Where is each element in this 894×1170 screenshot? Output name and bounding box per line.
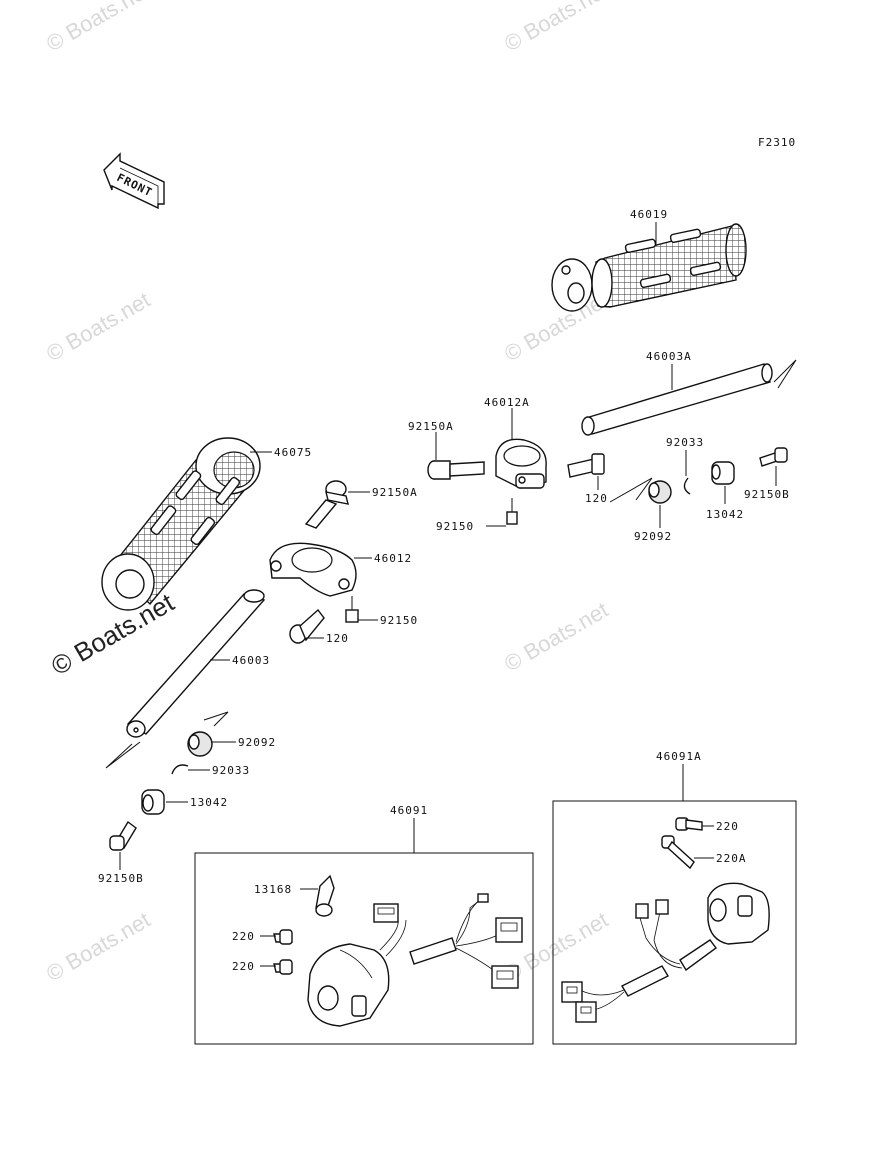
watermark: © Boats.net [42, 907, 154, 986]
watermark: © Boats.net [500, 0, 612, 56]
figure-code: F2310 [758, 136, 796, 149]
screw-92150B-left [109, 820, 137, 870]
screw-92150B-right [759, 447, 788, 486]
callout-46003: 46003 [232, 654, 270, 667]
bolt-92150A-lower [304, 480, 370, 529]
weight-92092-right [609, 477, 672, 528]
handlebar-46003 [105, 589, 266, 769]
callout-46012: 46012 [374, 552, 412, 565]
bolt-120-lower [289, 608, 325, 644]
callout-92150A-lower: 92150A [372, 486, 418, 499]
callout-46091A: 46091A [656, 750, 702, 763]
callout-13042-right: 13042 [706, 508, 744, 521]
callout-92092-right: 92092 [634, 530, 672, 543]
callout-labels: 46019 46003A 46012A 92150A 92150A 92033 … [98, 208, 790, 973]
switch-assembly-46091A [552, 764, 797, 1045]
clamp-46012 [269, 542, 372, 597]
bolt-92150-upper [486, 498, 518, 527]
bolt-92150A-upper [427, 432, 485, 480]
callout-46003A: 46003A [646, 350, 692, 363]
watermark: © Boats.net [500, 597, 612, 676]
watermark: © Boats.net [42, 0, 154, 56]
callout-13168: 13168 [254, 883, 292, 896]
callout-92150B-right: 92150B [744, 488, 790, 501]
callout-92033-right: 92033 [666, 436, 704, 449]
callout-46091: 46091 [390, 804, 428, 817]
callout-220-right: 220 [716, 820, 739, 833]
clamp-46012A [495, 408, 547, 489]
circlip-92033-right [683, 450, 691, 495]
callout-13042-left: 13042 [190, 796, 228, 809]
callout-220A: 220A [716, 852, 747, 865]
left-grip-46075 [101, 437, 272, 611]
callout-92150-upper: 92150 [436, 520, 474, 533]
watermark: © Boats.net [42, 287, 154, 366]
callout-46019: 46019 [630, 208, 668, 221]
switch-assembly-46091 [194, 818, 534, 1045]
callout-120-lower: 120 [326, 632, 349, 645]
collar-13042-left [141, 789, 188, 815]
handlebar-46003A [581, 359, 797, 436]
callout-120-right: 120 [585, 492, 608, 505]
callout-220-lower-left: 220 [232, 960, 255, 973]
callout-46012A: 46012A [484, 396, 530, 409]
front-arrow-icon: FRONT [103, 152, 165, 210]
callout-92150A-upper: 92150A [408, 420, 454, 433]
right-grip-46019 [551, 222, 747, 312]
callout-220-upper-left: 220 [232, 930, 255, 943]
callout-92150B-left: 92150B [98, 872, 144, 885]
callout-92033-left: 92033 [212, 764, 250, 777]
collar-13042-right [711, 461, 735, 504]
weight-92092-left [187, 711, 236, 757]
callout-92150-lower: 92150 [380, 614, 418, 627]
callout-46075: 46075 [274, 446, 312, 459]
bolt-92150-lower [345, 596, 378, 623]
callout-92092-left: 92092 [238, 736, 276, 749]
circlip-92033-left [171, 764, 210, 775]
bolt-120-right [567, 453, 605, 490]
